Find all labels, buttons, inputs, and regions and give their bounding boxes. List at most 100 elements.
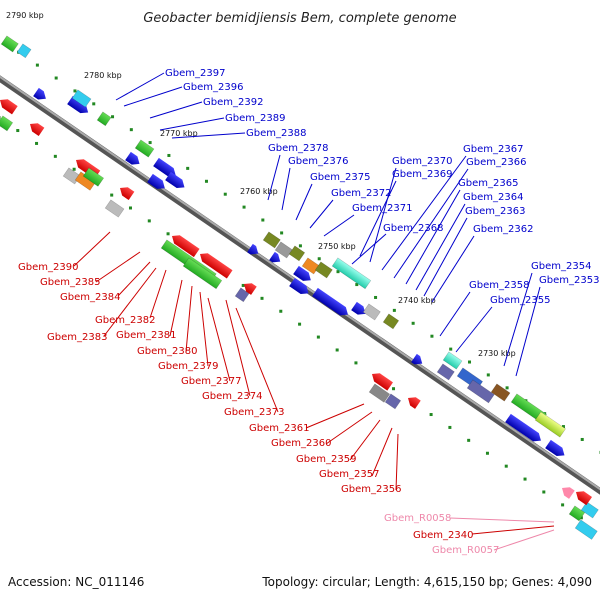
gene-feature[interactable] xyxy=(67,95,91,117)
gene-feature[interactable] xyxy=(16,43,32,59)
gene-label[interactable]: Gbem_2379 xyxy=(158,361,218,372)
gene-label[interactable]: Gbem_2389 xyxy=(225,113,285,124)
gene-label[interactable]: Gbem_2371 xyxy=(352,203,412,214)
gene-feature[interactable] xyxy=(82,167,105,187)
gene-label[interactable]: Gbem_2373 xyxy=(224,407,284,418)
gene-feature[interactable] xyxy=(165,171,187,192)
gene-label[interactable]: Gbem_2390 xyxy=(18,262,78,273)
gene-label[interactable]: Gbem_2380 xyxy=(137,346,197,357)
gene-feature[interactable] xyxy=(384,393,402,410)
gene-label[interactable]: Gbem_2368 xyxy=(383,223,443,234)
gene-feature[interactable] xyxy=(405,394,421,409)
gene-feature[interactable] xyxy=(96,111,112,127)
gene-feature[interactable] xyxy=(293,265,313,284)
gene-label[interactable]: Gbem_2377 xyxy=(181,376,241,387)
gene-feature[interactable] xyxy=(288,245,306,262)
gene-label[interactable]: Gbem_2370 xyxy=(392,156,452,167)
map-title: Geobacter bemidjiensis Bem, complete gen… xyxy=(143,11,456,26)
gene-feature[interactable] xyxy=(442,351,463,370)
gene-feature[interactable] xyxy=(125,151,142,168)
gene-feature[interactable] xyxy=(351,301,368,318)
gene-feature[interactable] xyxy=(490,383,511,402)
gene-feature[interactable] xyxy=(331,257,372,290)
gene-feature[interactable] xyxy=(262,231,281,249)
gene-feature[interactable] xyxy=(574,519,598,540)
gene-feature[interactable] xyxy=(545,439,567,460)
gene-label[interactable]: Gbem_2381 xyxy=(116,330,176,341)
gene-feature[interactable] xyxy=(117,184,135,201)
gene-feature[interactable] xyxy=(234,287,250,303)
gene-label[interactable]: Gbem_2383 xyxy=(47,332,107,343)
gene-label[interactable]: Gbem_2365 xyxy=(458,178,518,189)
gene-label[interactable]: Gbem_2376 xyxy=(288,156,348,167)
gene-label[interactable]: Gbem_R0057 xyxy=(432,545,499,556)
gene-label[interactable]: Gbem_2369 xyxy=(392,169,452,180)
leader-line xyxy=(449,517,555,523)
gene-feature[interactable] xyxy=(27,120,45,137)
gene-feature[interactable] xyxy=(382,313,400,330)
gene-label[interactable]: Gbem_2388 xyxy=(246,128,306,139)
gene-feature[interactable] xyxy=(436,363,455,381)
gene-label[interactable]: Gbem_2356 xyxy=(341,484,401,495)
tick-dot xyxy=(279,309,283,313)
gene-feature[interactable] xyxy=(362,303,381,321)
gene-feature[interactable] xyxy=(314,261,333,279)
gene-feature[interactable] xyxy=(411,353,425,368)
gene-label[interactable]: Gbem_2362 xyxy=(473,224,533,235)
gene-feature[interactable] xyxy=(241,280,257,295)
gene-feature[interactable] xyxy=(568,505,586,522)
gene-label[interactable]: Gbem_2359 xyxy=(296,454,356,465)
gene-label[interactable]: Gbem_2384 xyxy=(60,292,120,303)
gene-label[interactable]: Gbem_2375 xyxy=(310,172,370,183)
gene-label[interactable]: Gbem_2363 xyxy=(465,206,525,217)
gene-feature[interactable] xyxy=(33,87,49,103)
gene-feature[interactable] xyxy=(312,287,351,319)
gene-label[interactable]: Gbem_2340 xyxy=(413,530,473,541)
gene-label[interactable]: Gbem_2358 xyxy=(469,280,529,291)
gene-label[interactable]: Gbem_2396 xyxy=(183,82,243,93)
gene-feature[interactable] xyxy=(0,96,18,115)
gene-feature[interactable] xyxy=(466,379,495,404)
gene-label[interactable]: Gbem_2366 xyxy=(466,157,526,168)
gene-label[interactable]: Gbem_2364 xyxy=(463,192,523,203)
gene-label[interactable]: Gbem_2385 xyxy=(40,277,100,288)
gene-label[interactable]: Gbem_2355 xyxy=(490,295,550,306)
gene-label[interactable]: Gbem_2397 xyxy=(165,68,225,79)
tick-dot xyxy=(35,141,39,145)
gene-label[interactable]: Gbem_2382 xyxy=(95,315,155,326)
gene-feature[interactable] xyxy=(71,89,92,108)
gene-feature[interactable] xyxy=(534,411,566,438)
gene-feature[interactable] xyxy=(147,173,167,192)
gene-label[interactable]: Gbem_2353 xyxy=(539,275,599,286)
gene-feature[interactable] xyxy=(505,413,544,445)
tick-dot xyxy=(73,89,77,93)
gene-label[interactable]: Gbem_2367 xyxy=(463,144,523,155)
gene-feature[interactable] xyxy=(0,115,14,132)
gene-label[interactable]: Gbem_2354 xyxy=(531,261,591,272)
gene-label[interactable]: Gbem_2360 xyxy=(271,438,331,449)
gene-label[interactable]: Gbem_2357 xyxy=(319,469,379,480)
gene-label[interactable]: Gbem_2392 xyxy=(203,97,263,108)
tick-dot xyxy=(392,387,396,391)
gene-feature[interactable] xyxy=(104,199,125,218)
gene-feature[interactable] xyxy=(153,157,178,180)
gene-label[interactable]: Gbem_2374 xyxy=(202,391,262,402)
gene-feature[interactable] xyxy=(169,232,200,258)
gene-feature[interactable] xyxy=(269,251,283,266)
kbp-label-2770: 2770 kbp xyxy=(160,129,198,138)
gene-feature[interactable] xyxy=(559,484,575,499)
gene-feature[interactable] xyxy=(247,243,261,258)
gene-label[interactable]: Gbem_2372 xyxy=(331,188,391,199)
gene-feature[interactable] xyxy=(197,250,233,279)
gene-feature[interactable] xyxy=(368,383,391,403)
gene-label[interactable]: Gbem_2378 xyxy=(268,143,328,154)
gene-label[interactable]: Gbem_R0058 xyxy=(384,513,451,524)
gene-feature[interactable] xyxy=(134,139,155,158)
gene-feature[interactable] xyxy=(182,257,223,290)
gene-feature[interactable] xyxy=(573,488,593,506)
gene-feature[interactable] xyxy=(289,277,311,298)
gene-feature[interactable] xyxy=(0,35,19,53)
gene-feature[interactable] xyxy=(369,370,393,391)
gene-feature[interactable] xyxy=(580,501,599,519)
gene-label[interactable]: Gbem_2361 xyxy=(249,423,309,434)
